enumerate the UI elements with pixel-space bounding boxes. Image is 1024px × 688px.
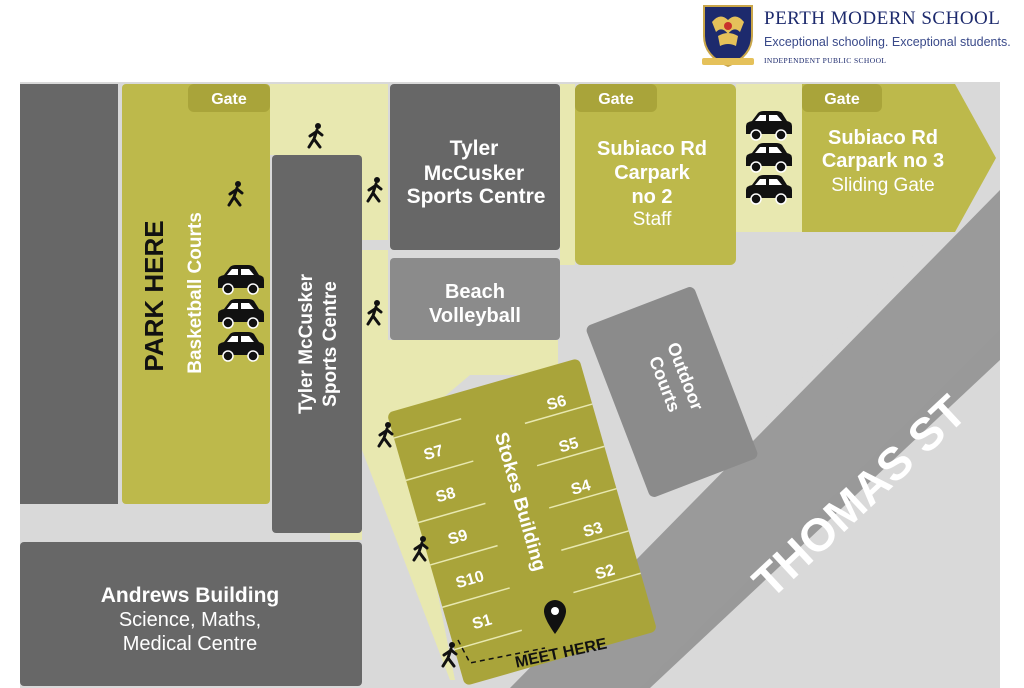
carpark2-label-3: no 2: [631, 186, 672, 208]
room-s7: S7: [422, 442, 446, 464]
gate-1-label: Gate: [211, 91, 247, 108]
park-here-label: PARK HERE: [139, 220, 169, 371]
school-crest-icon: [702, 5, 754, 68]
room-s1: S1: [470, 611, 494, 633]
stokes-building: S7 S8 S9 S10 S1 S6 S5 S4 S3 S2 Stokes Bu…: [388, 359, 656, 685]
tyler-mccusker-vertical-building: [272, 155, 362, 533]
gate-3-label: Gate: [824, 91, 860, 108]
room-s3: S3: [581, 519, 605, 541]
tyler-top-label-1: Tyler: [450, 137, 499, 160]
beach-label-2: Volleyball: [429, 305, 521, 327]
entrance-dashed-line: [457, 639, 546, 664]
gate-2-label: Gate: [598, 91, 634, 108]
room-s6: S6: [545, 392, 569, 414]
room-s2: S2: [593, 562, 617, 584]
carpark3-label-2: Carpark no 3: [822, 150, 944, 172]
andrews-label-3: Medical Centre: [123, 633, 258, 655]
park-here-building: [20, 84, 118, 504]
subiaco-rd-carpark-3: [802, 84, 996, 232]
carpark2-label-2: Carpark: [614, 162, 690, 184]
carpark3-label-3: Sliding Gate: [831, 175, 935, 196]
school-tagline: Exceptional schooling. Exceptional stude…: [764, 35, 1011, 49]
carpark2-label-1: Subiaco Rd: [597, 138, 707, 160]
gate-2: [575, 84, 657, 112]
room-s9: S9: [446, 527, 470, 549]
walking-path-south: [362, 250, 558, 680]
school-subtitle: INDEPENDENT PUBLIC SCHOOL: [764, 56, 887, 65]
tyler-top-label-2: McCusker: [424, 162, 524, 185]
room-s4: S4: [569, 477, 593, 499]
location-pin-icon: [544, 600, 566, 634]
school-name: PERTH MODERN SCHOOL: [764, 8, 1001, 29]
room-s8: S8: [434, 485, 458, 507]
subiaco-rd-carpark-2: [575, 84, 736, 265]
basketball-courts-label: Basketball Courts: [185, 212, 206, 374]
tyler-top-label-3: Sports Centre: [407, 185, 546, 208]
room-s5: S5: [557, 435, 581, 457]
tyler-mccusker-sports-centre: [390, 84, 560, 250]
gate-1: [188, 84, 270, 112]
outdoor-courts: Outdoor Courts: [586, 287, 758, 497]
andrews-label-1: Andrews Building: [101, 584, 280, 607]
beach-label-1: Beach: [445, 281, 505, 303]
school-header: PERTH MODERN SCHOOL Exceptional schoolin…: [696, 0, 1016, 70]
tyler-vertical-label-1: Tyler McCusker: [296, 273, 317, 414]
gate-3: [802, 84, 882, 112]
andrews-building: [20, 542, 362, 686]
carpark3-label-1: Subiaco Rd: [828, 127, 938, 149]
tyler-vertical-label-2: Sports Centre: [320, 281, 341, 407]
basketball-courts-zone: [122, 84, 270, 504]
andrews-label-2: Science, Maths,: [119, 609, 261, 631]
beach-volleyball: [390, 258, 560, 340]
carpark2-label-4: Staff: [633, 209, 672, 230]
